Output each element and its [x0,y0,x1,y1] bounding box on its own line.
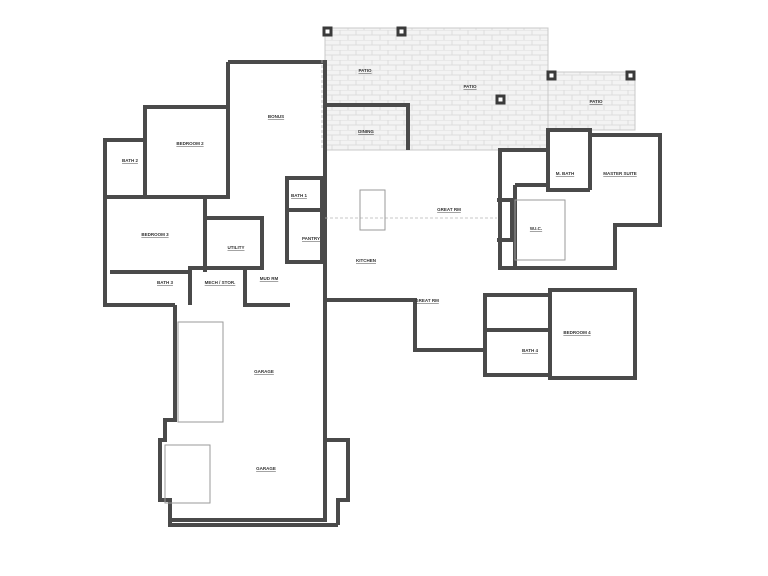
room-label-bath-4: BATH 4 [522,348,538,353]
room-label-bonus: BONUS [268,114,284,119]
patio-post [396,26,407,37]
room-label-bedroom-3: BEDROOM 3 [141,232,169,237]
room-label-great-rm: GREAT RM [415,298,439,303]
room-label-garage: GARAGE [256,466,276,471]
room-label-patio: PATIO [358,68,372,73]
room-label-patio: PATIO [463,84,477,89]
room-label-wic: W.I.C. [530,226,542,231]
room-label-garage: GARAGE [254,369,274,374]
room-label-dining: DINING [358,129,374,134]
patio-post [546,70,557,81]
room-label-master-suite: MASTER SUITE [603,171,637,176]
room-label-mech-stor: MECH / STOR. [205,280,236,285]
room-labels: PATIO PATIO PATIO DINING BONUS BEDROOM 2… [122,68,637,471]
room-label-patio: PATIO [589,99,603,104]
patio-area [322,26,636,151]
room-label-kitchen: KITCHEN [356,258,376,263]
interior-details [164,60,566,504]
room-label-bath-1: BATH 1 [291,193,307,198]
room-label-great-rm: GREAT RM [437,207,461,212]
patio-post [625,70,636,81]
patio-post [495,94,506,105]
room-label-bedroom-2: BEDROOM 2 [176,141,204,146]
walls [103,60,662,527]
room-label-pantry: PANTRY [302,236,320,241]
room-label-mud-rm: MUD RM [260,276,279,281]
room-label-bath-2: BATH 2 [122,158,138,163]
room-label-bath-3: BATH 3 [157,280,173,285]
room-label-bedroom-4: BEDROOM 4 [563,330,591,335]
patio-post [322,26,333,37]
room-label-m-bath: M. BATH [556,171,574,176]
room-label-utility: UTILITY [228,245,245,250]
